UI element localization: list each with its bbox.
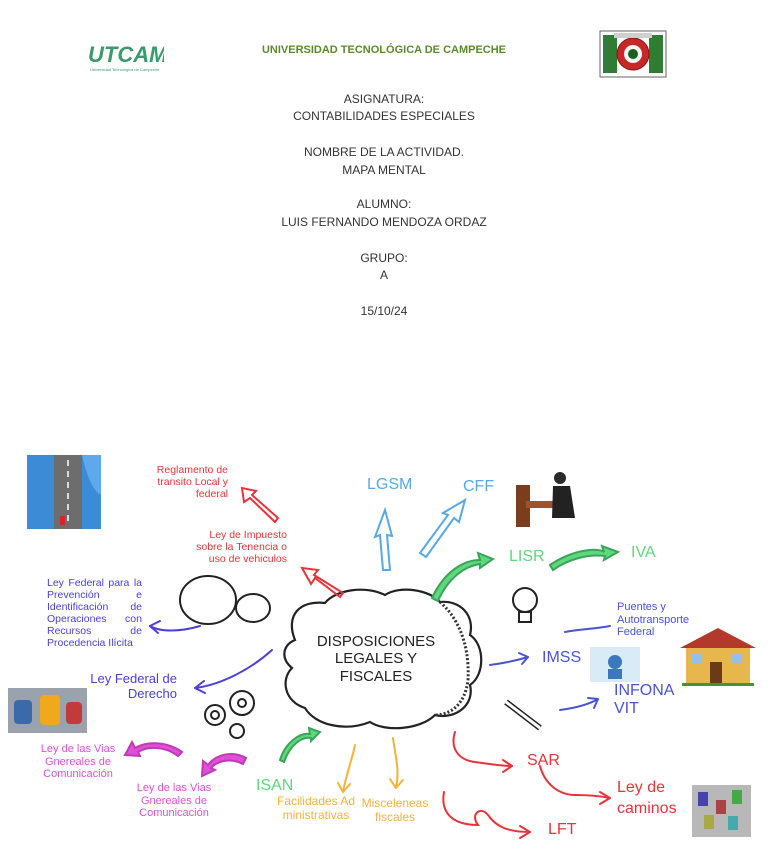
node-vias-1: Ley de las Vias Gnereales de Comunicació… (40, 743, 116, 781)
arrow-imss (489, 656, 529, 666)
arrow-vias1 (123, 739, 184, 758)
node-isan: ISAN (256, 777, 294, 794)
node-imss: IMSS (542, 649, 582, 666)
node-puentes: Puentes y Autotransporte Federal (617, 601, 690, 639)
student-name: LUIS FERNANDO MENDOZA ORDAZ (281, 215, 487, 229)
node-reglamento: Reglamento de transito Local y federal (156, 464, 228, 501)
arrow-vias2 (200, 753, 248, 778)
activity-name: MAPA MENTAL (342, 163, 426, 177)
brain-outline (283, 588, 483, 730)
arrow-tenencia (300, 566, 345, 599)
student-label: ALUMNO: (356, 197, 412, 211)
arrow-facilidades (342, 744, 356, 793)
subject-name: CONTABILIDADES ESPECIALES (293, 109, 475, 123)
mindmap-center-title: DISPOSICIONES LEGALES Y FISCALES (316, 633, 436, 685)
node-lgsm: LGSM (367, 476, 413, 493)
node-cff: CFF (463, 478, 495, 495)
utcam-logo-text: UTCAM (88, 42, 164, 67)
traffic-image (692, 785, 751, 837)
gavel-figure-image (516, 472, 575, 527)
node-derecho: Ley Federal de Derecho (90, 671, 177, 701)
speech-bubble-small (235, 593, 271, 623)
node-misceleneas: Misceleneas fiscales (361, 796, 429, 824)
node-tenencia: Ley de Impuesto sobre la Tenencia o uso … (196, 529, 287, 566)
lightbulb-icon (512, 587, 538, 623)
utcam-logo: UTCAM Universidad Tecnológica de Campech… (86, 42, 168, 74)
arrow-lft (442, 791, 531, 833)
node-caminos: Ley de caminos (617, 779, 677, 817)
utcam-logo-subtext: Universidad Tecnológica de Campeche (90, 67, 160, 72)
mindmap-graphics (8, 455, 756, 839)
node-prevencion: Ley Federal para la Prevención e Identif… (47, 577, 142, 650)
arrow-iva (548, 544, 621, 572)
node-lft: LFT (548, 821, 577, 838)
arrow-lisr (430, 551, 496, 603)
speech-bubble-large (179, 575, 237, 625)
cars-image (8, 688, 87, 733)
arrow-lgsm (373, 506, 394, 571)
node-vias-2: Ley de las Vias Gnereales de Comunicació… (136, 782, 212, 820)
activity-label: NOMBRE DE LA ACTIVIDAD. (303, 145, 465, 159)
arrow-sar (452, 731, 513, 767)
gears-icon (204, 690, 255, 739)
road-image (27, 455, 101, 529)
arrow-prevencion (149, 625, 201, 632)
arrow-cff (418, 497, 467, 559)
node-sar: SAR (527, 752, 560, 769)
arrow-caminos (539, 765, 611, 799)
pen-icon (504, 699, 542, 731)
node-iva: IVA (631, 544, 656, 561)
medical-image (590, 647, 640, 682)
group-label: GRUPO: (360, 251, 408, 265)
arrow-infonavit (559, 698, 599, 711)
subject-label: ASIGNATURA: (343, 92, 425, 106)
date-value: 15/10/24 (360, 304, 408, 318)
node-infonavit: INFONAVIT (614, 682, 675, 718)
arrow-misceleneas (392, 737, 399, 789)
arrow-puentes (564, 625, 611, 633)
house-image (680, 628, 756, 686)
university-name: UNIVERSIDAD TECNOLÓGICA DE CAMPECHE (261, 44, 507, 56)
university-seal (598, 29, 668, 79)
arrow-isan (278, 726, 322, 764)
node-lisr: LISR (509, 548, 545, 565)
arrow-derecho (194, 649, 273, 689)
group-value: A (379, 268, 388, 282)
node-facilidades: Facilidades Administrativas (276, 794, 356, 822)
arrow-reglamento (240, 486, 280, 524)
